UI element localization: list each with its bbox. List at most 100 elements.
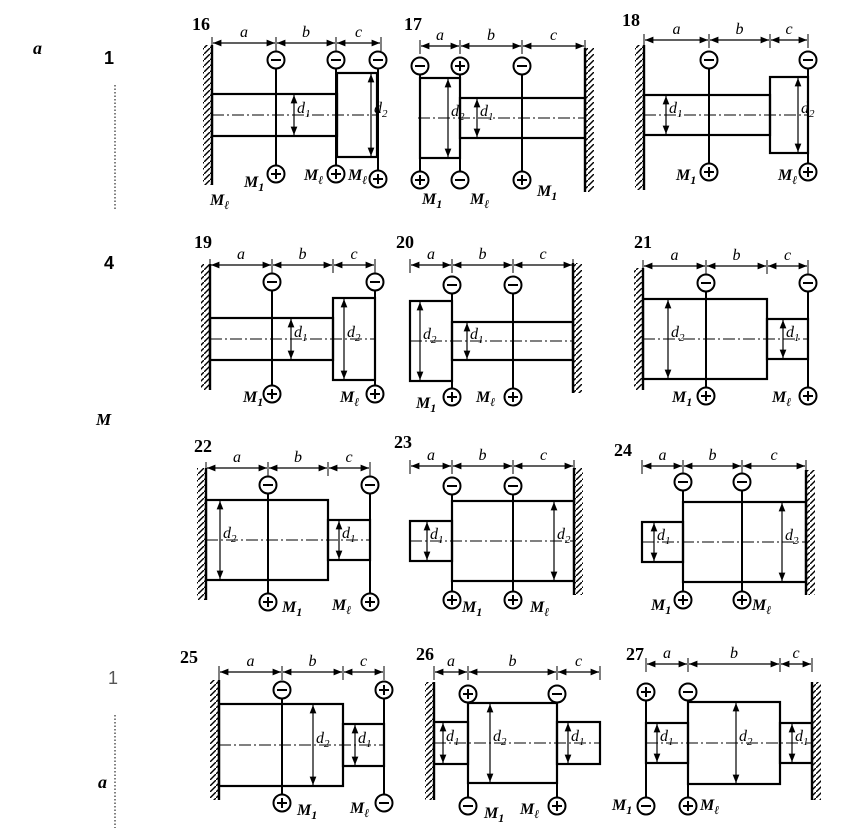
dimension-label-a: a	[673, 21, 681, 38]
moment-label-M1: M1	[675, 167, 696, 187]
diameter-subscript: 1	[668, 736, 674, 748]
margin-label-a-top: a	[33, 38, 42, 58]
diameter-label-d1: d1	[470, 326, 484, 346]
dimension-label-a: a	[447, 653, 455, 670]
diameter-subscript: 2	[679, 332, 685, 344]
dimension-label-b: b	[736, 21, 744, 38]
diameter-label-d1: d1	[571, 728, 585, 748]
moment-subscript: ℓ	[534, 807, 539, 821]
dimension-label-b: b	[709, 447, 717, 464]
diameter-label-d1: d1	[480, 103, 494, 123]
diameter-subscript: 1	[302, 332, 308, 344]
dimension-label-a: a	[663, 645, 671, 662]
moment-subscript: 1	[498, 811, 504, 825]
diameter-subscript: 2	[747, 736, 753, 748]
diameter-label-d1: d1	[660, 728, 674, 748]
diameter-label-d2: d2	[671, 324, 685, 344]
moment-subscript: 1	[296, 605, 302, 619]
moment-subscript: ℓ	[354, 395, 359, 409]
moment-label-M1: M1	[296, 802, 317, 822]
dimension-label-b: b	[309, 653, 317, 670]
dimension-label-c: c	[355, 24, 362, 41]
diagram-number: 24	[614, 440, 632, 460]
diagram-16: 16abcd1d2M1MℓMℓMℓ	[192, 14, 388, 212]
diagram-number: 22	[194, 436, 212, 456]
moment-label-Ml: Mℓ	[751, 597, 771, 617]
dimension-label-b: b	[509, 653, 517, 670]
moment-subscript: ℓ	[544, 605, 549, 619]
diagram-number: 16	[192, 14, 210, 34]
moment-subscript: ℓ	[766, 603, 771, 617]
diagram-number: 23	[394, 432, 412, 452]
moment-label-M1: M1	[415, 395, 436, 415]
moment-label-M1: M1	[242, 389, 263, 409]
moment-subscript: 1	[626, 803, 632, 817]
moment-subscript: ℓ	[318, 173, 323, 187]
diameter-label-d2: d2	[347, 324, 361, 344]
moment-subscript: ℓ	[224, 198, 229, 212]
diameter-subscript: 1	[438, 534, 444, 546]
wall-hatch	[573, 263, 582, 393]
diameter-label-d1: d1	[297, 100, 311, 120]
wall-hatch	[634, 268, 643, 390]
moment-label-Ml: Mℓ	[777, 167, 797, 187]
wall-hatch	[574, 468, 583, 595]
wall-hatch	[210, 680, 219, 800]
moment-label-Ml: Mℓ	[349, 800, 369, 820]
diameter-label-d1: d1	[294, 324, 308, 344]
moment-label-Ml: Mℓ	[303, 167, 323, 187]
dimension-label-a: a	[233, 449, 241, 466]
moment-subscript: ℓ	[714, 803, 719, 817]
wall-hatch	[585, 48, 594, 192]
dimension-label-c: c	[550, 27, 557, 44]
diameter-label-d2: d2	[423, 326, 437, 346]
margin-row-number-1: 1	[104, 48, 115, 68]
moment-subscript: 1	[311, 808, 317, 822]
diameter-subscript: 2	[459, 111, 465, 123]
moment-label-Ml: Mℓ	[469, 191, 489, 211]
diameter-label-d2: d2	[739, 728, 753, 748]
moment-subscript: ℓ	[786, 395, 791, 409]
diameter-label-d1: d1	[446, 728, 460, 748]
dimension-label-c: c	[360, 653, 367, 670]
diameter-subscript: 1	[305, 108, 311, 120]
diameter-label-d2: d2	[785, 527, 799, 547]
diameter-subscript: 1	[579, 736, 585, 748]
wall-hatch	[806, 470, 815, 595]
dimension-label-b: b	[294, 449, 302, 466]
shaft-section	[778, 721, 814, 765]
diameter-label-d2: d2	[316, 730, 330, 750]
moment-subscript: 1	[257, 395, 263, 409]
dimension-label-c: c	[792, 645, 799, 662]
dimension-label-b: b	[479, 447, 487, 464]
diameter-subscript: 1	[803, 736, 809, 748]
diameter-label-d1: d1	[795, 728, 809, 748]
moment-label-Ml: Mℓ	[339, 389, 359, 409]
wall-hatch	[201, 264, 210, 390]
margin-label-a-bottom: a	[98, 772, 107, 792]
moment-subscript: 1	[436, 197, 442, 211]
diagram-number: 17	[404, 14, 422, 34]
diameter-subscript: 2	[793, 535, 799, 547]
diameter-subscript: 2	[565, 534, 571, 546]
moment-subscript: ℓ	[490, 395, 495, 409]
wall-hatch	[425, 682, 434, 800]
diameter-subscript: 2	[324, 738, 330, 750]
diameter-label-d2: d2	[493, 728, 507, 748]
moment-label-M1: M1	[483, 805, 504, 825]
wall-hatch	[197, 468, 206, 600]
dimension-label-a: a	[671, 247, 679, 264]
moment-subscript: ℓ	[792, 173, 797, 187]
moment-subscript: 1	[430, 401, 436, 415]
moment-subscript: ℓ	[484, 197, 489, 211]
dimension-label-a: a	[427, 447, 435, 464]
moment-label-M1: M1	[611, 797, 632, 817]
dimension-label-a: a	[240, 24, 248, 41]
